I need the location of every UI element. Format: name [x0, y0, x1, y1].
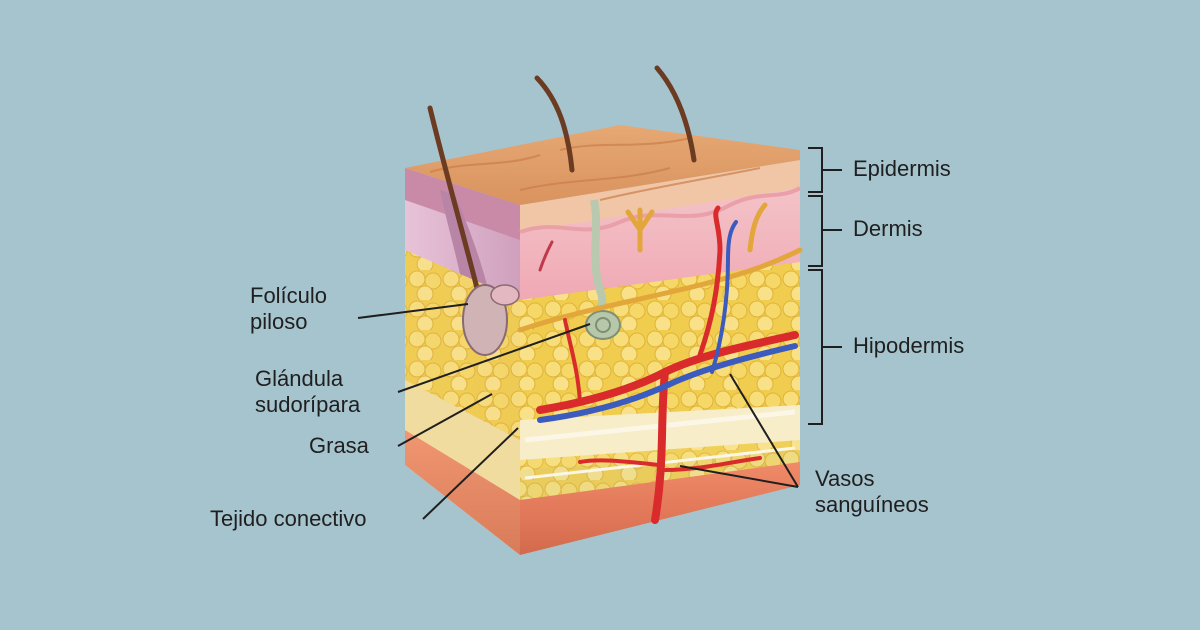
label-epidermis: Epidermis — [853, 156, 951, 182]
label-vasos-line2: sanguíneos — [815, 492, 929, 517]
label-grasa: Grasa — [309, 433, 369, 459]
label-dermis-text: Dermis — [853, 216, 923, 241]
label-grasa-text: Grasa — [309, 433, 369, 458]
leader-vasos-a — [729, 373, 799, 488]
hair-follicle — [462, 284, 520, 356]
nerves — [517, 202, 803, 333]
label-tejido-text: Tejido conectivo — [210, 506, 367, 531]
label-vasos-line1: Vasos — [815, 466, 875, 491]
sweat-gland — [585, 199, 621, 340]
bracket-hipodermis — [808, 269, 823, 425]
label-vasos-sanguineos: Vasos sanguíneos — [815, 466, 929, 518]
block-top-surface — [405, 125, 800, 205]
leader-glandula — [397, 323, 591, 393]
label-glandula-line2: sudorípara — [255, 392, 361, 417]
blood-vessels — [536, 205, 799, 524]
leader-grasa — [397, 393, 493, 447]
leader-foliculo — [357, 303, 469, 319]
label-dermis: Dermis — [853, 216, 923, 242]
hairs — [427, 65, 697, 303]
bracket-dermis — [808, 195, 823, 267]
label-tejido-conectivo: Tejido conectivo — [210, 506, 367, 532]
leader-lines — [357, 303, 799, 520]
label-foliculo-line1: Folículo — [250, 283, 328, 308]
layer-brackets — [808, 147, 842, 425]
label-foliculo-line2: piloso — [250, 309, 308, 334]
bracket-epidermis — [808, 147, 823, 193]
label-hipodermis-text: Hipodermis — [853, 333, 965, 358]
label-hipodermis: Hipodermis — [853, 333, 964, 359]
label-glandula-sudoripara: Glándula sudorípara — [255, 366, 360, 418]
label-foliculo-piloso: Folículo piloso — [250, 283, 365, 335]
leader-tejido — [422, 427, 519, 520]
label-epidermis-text: Epidermis — [853, 156, 951, 181]
label-glandula-line1: Glándula — [255, 366, 344, 391]
leader-vasos-b — [679, 465, 799, 488]
